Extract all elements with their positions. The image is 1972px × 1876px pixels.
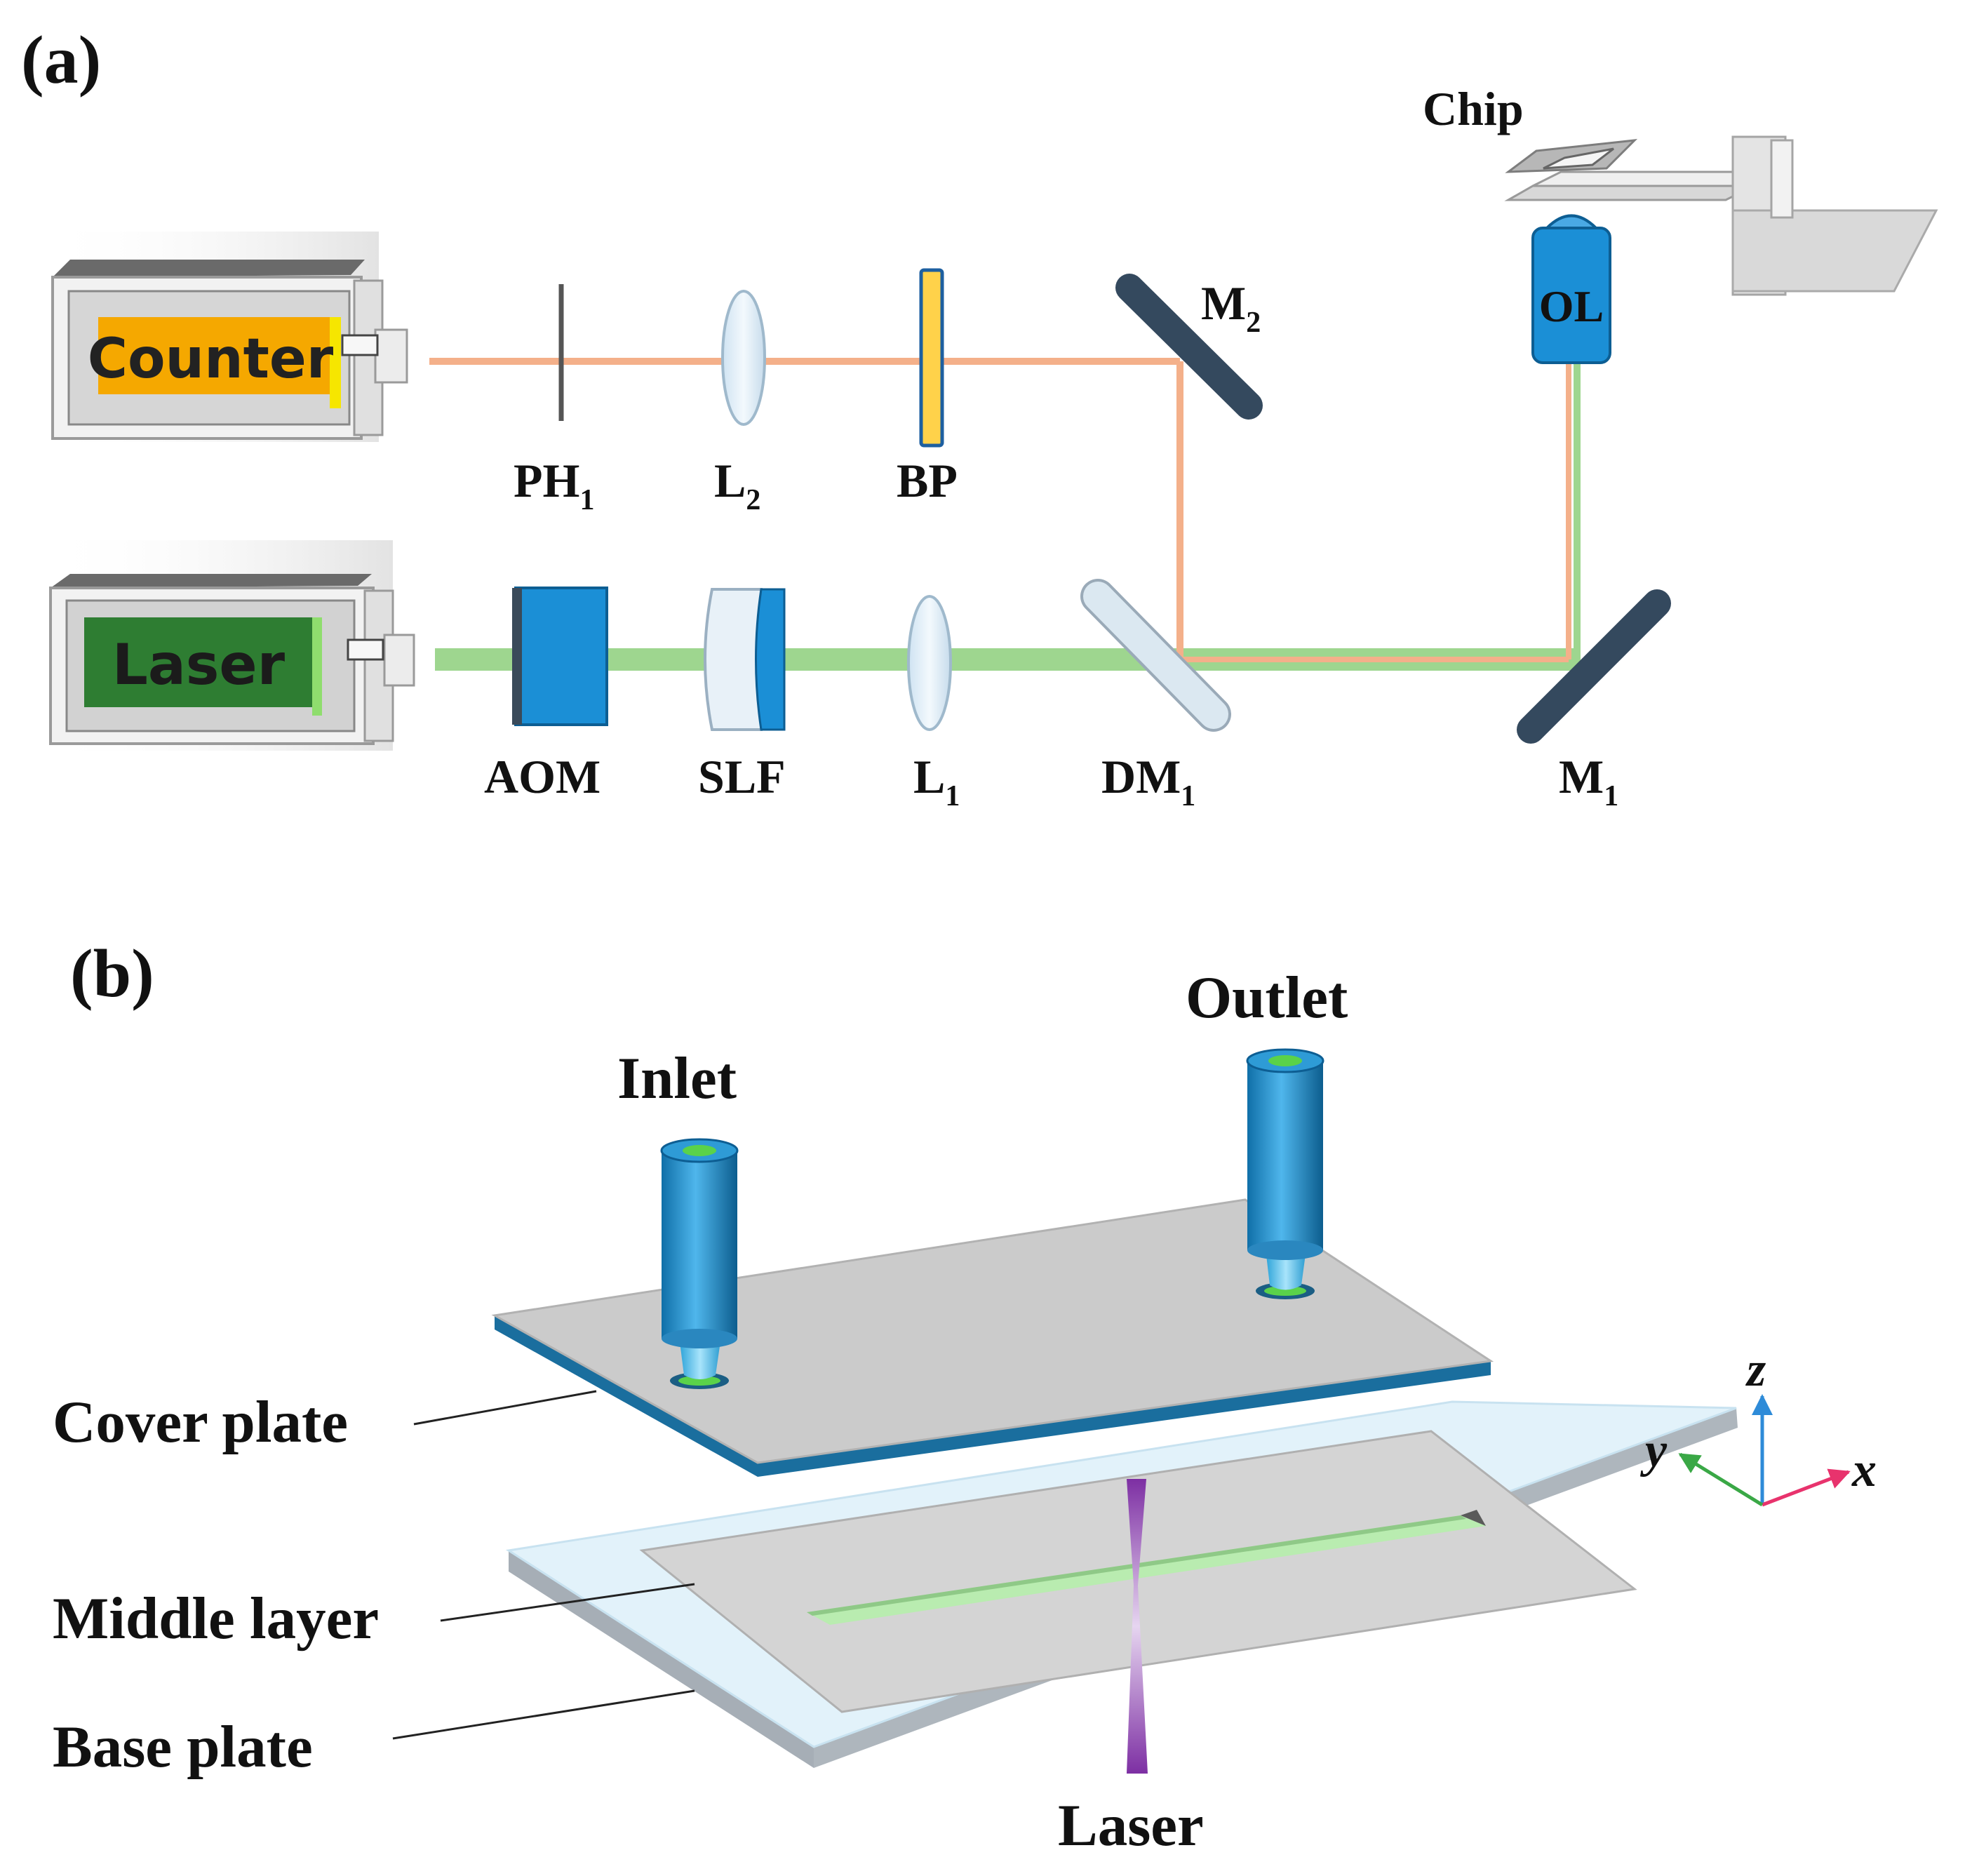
dm1-label: DM1: [1101, 750, 1195, 812]
y-axis-label: y: [1640, 1423, 1668, 1478]
counter-port-notch: [341, 334, 379, 356]
l2-label: L2: [714, 454, 760, 516]
aom-edge: [512, 588, 522, 725]
stage-arm: [1770, 139, 1794, 219]
ph1-label: PH1: [514, 454, 594, 516]
cover-plate: [491, 1198, 1494, 1477]
l1-label: L1: [913, 750, 960, 812]
chip-stage: Chip: [1423, 82, 1938, 296]
aom-modulator: [514, 587, 608, 726]
outlet-label: Outlet: [1186, 965, 1348, 1031]
inlet-fluid: [683, 1145, 716, 1156]
mirror-m2: [1115, 274, 1263, 420]
x-axis: [1762, 1468, 1851, 1507]
cover-plate-leader: [413, 1390, 597, 1426]
slf-element: [704, 588, 763, 731]
outlet-base-ring: [1247, 1240, 1323, 1260]
m1-label: M1: [1559, 750, 1618, 812]
inlet-base-ring: [662, 1329, 737, 1348]
ol-label: OL: [1539, 281, 1604, 331]
outlet-fluid: [1268, 1055, 1302, 1066]
inlet-tube: Inlet: [617, 1045, 739, 1389]
coordinate-axes: z x y: [1640, 1343, 1877, 1507]
slf-label: SLF: [698, 750, 786, 803]
outlet-tube: Outlet: [1186, 965, 1348, 1299]
laser-display: [84, 617, 312, 707]
middle-layer-leader: [440, 1583, 695, 1622]
bp-label: BP: [897, 454, 958, 507]
z-axis-label: z: [1745, 1343, 1766, 1397]
cover-plate-label: Cover plate: [53, 1389, 348, 1455]
x-axis-label: x: [1851, 1443, 1877, 1497]
laser-device: Laser: [42, 540, 415, 751]
counter-side-panel: [353, 279, 384, 436]
counter-display-edge: [330, 317, 341, 408]
counter-display: [98, 317, 330, 394]
cover-plate-front-edge: [495, 1315, 758, 1477]
objective-top: [1543, 214, 1599, 229]
laser-top: [51, 574, 372, 588]
y-axis: [1678, 1452, 1764, 1507]
beam-paths: [429, 358, 1581, 671]
laser-display-edge: [312, 617, 322, 716]
lens-l2: [721, 290, 766, 426]
counter-device: Counter: [42, 232, 408, 442]
base-plate-label: Base plate: [53, 1714, 313, 1780]
laser-focus-label: Laser: [1058, 1793, 1204, 1858]
cover-plate-top: [491, 1198, 1494, 1464]
slf-blue-face: [755, 588, 786, 731]
inlet-body: [662, 1151, 737, 1339]
objective-lens: OL: [1531, 214, 1611, 364]
chip-label: Chip: [1423, 82, 1524, 135]
inlet-label: Inlet: [617, 1045, 737, 1111]
dichroic-mirror-dm1: [1083, 582, 1228, 729]
counter-port: [374, 328, 408, 384]
counter-top: [53, 260, 365, 277]
base-plate-front-edge: [509, 1550, 814, 1768]
focused-laser-beam: [1127, 1479, 1148, 1774]
objective-body: [1531, 227, 1611, 364]
outlet-hole-fluid: [1264, 1286, 1306, 1296]
laser-port-notch: [347, 638, 384, 661]
microchannel: [807, 1515, 1486, 1625]
bandpass-filter: [919, 268, 944, 448]
laser-device-label: Laser: [112, 632, 286, 697]
m2-label: M2: [1201, 276, 1261, 339]
counter-label: Counter: [88, 328, 334, 391]
mirror-m1: [1517, 589, 1671, 744]
panel-b-label: (b): [70, 936, 154, 1012]
outlet-body: [1247, 1061, 1323, 1250]
microchannel-end: [1461, 1510, 1486, 1526]
inlet-hole-fluid: [678, 1376, 720, 1386]
panel-a-label: (a): [21, 22, 101, 98]
chip-top-plate-side: [1504, 185, 1755, 201]
laser-port: [383, 634, 415, 687]
cover-plate-right-edge: [758, 1361, 1491, 1477]
middle-layer-label: Middle layer: [53, 1586, 379, 1651]
base-plate-leader: [392, 1689, 695, 1740]
stage-base: [1731, 209, 1938, 293]
chip-slot: [1543, 147, 1614, 170]
lens-l1: [907, 595, 952, 731]
aom-label: AOM: [484, 750, 601, 803]
